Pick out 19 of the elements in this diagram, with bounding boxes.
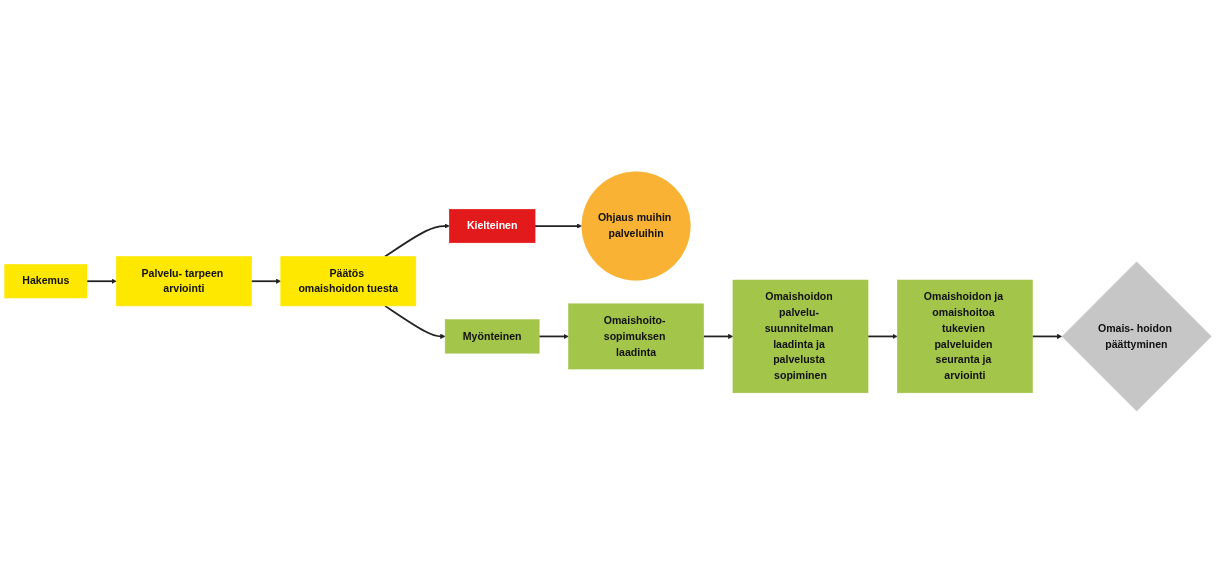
arrow xyxy=(702,334,734,340)
arrow xyxy=(86,278,117,284)
arrow xyxy=(534,223,582,229)
node-box: Päätös omaishoidon tuesta xyxy=(280,256,417,307)
node-box: Kielteinen xyxy=(449,209,536,244)
arrow xyxy=(538,334,569,340)
node-box: Hakemus xyxy=(4,264,88,299)
node-circle: Ohjaus muihin palveluihin xyxy=(581,171,691,281)
node-box: Omaishoito- sopimuksen laadinta xyxy=(568,303,704,370)
arrow xyxy=(384,223,450,258)
node-box: Omaishoidon palvelu- suunnitelman laadinta ja palvelusta sopiminen xyxy=(732,279,869,394)
arrow xyxy=(250,278,281,284)
node-box: Omaishoidon ja omaishoitoa tukevien palveluiden seuranta ja arviointi xyxy=(897,279,1033,394)
node-diamond: Omais- hoidon päättyminen xyxy=(1061,261,1212,412)
arrow xyxy=(1031,334,1063,340)
arrow xyxy=(384,305,446,340)
node-box: Myönteinen xyxy=(444,319,540,354)
arrow xyxy=(867,334,898,340)
node-box: Palvelu- tarpeen arviointi xyxy=(116,256,252,307)
